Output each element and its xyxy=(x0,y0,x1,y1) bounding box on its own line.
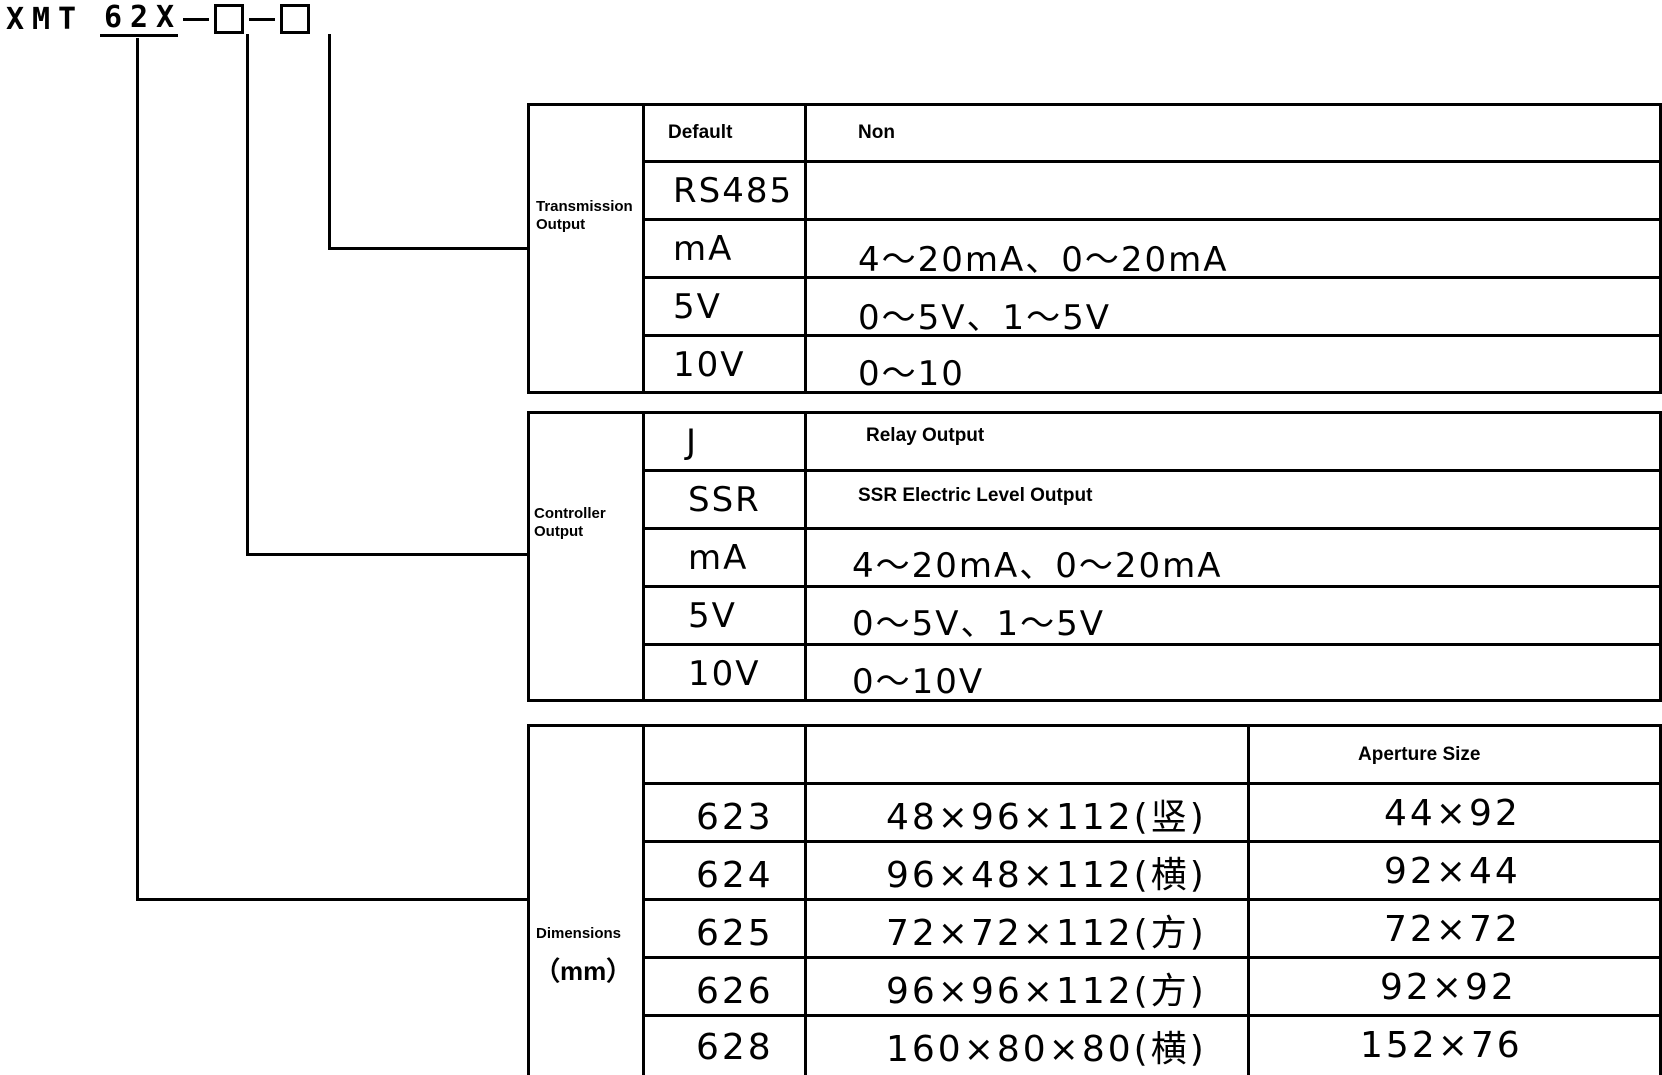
table-cell-size: 160×80×80(横) xyxy=(886,1028,1207,1070)
label-line: Output xyxy=(536,216,586,233)
wire-dimensions-horizontal xyxy=(136,898,529,901)
controller-output-label: Controller Output xyxy=(527,505,645,541)
row-divider xyxy=(642,898,1662,901)
wire-controller-horizontal xyxy=(246,553,529,556)
table-cell-code: J xyxy=(686,421,699,462)
wire-dimensions-vertical xyxy=(136,38,139,901)
table-cell-size: 48×96×112(竖) xyxy=(886,796,1207,838)
dimensions-label: Dimensions （mm） xyxy=(527,925,645,991)
model-char: M xyxy=(31,1,51,37)
row-divider xyxy=(642,782,1662,785)
row-divider xyxy=(642,218,1662,221)
transmission-option-box xyxy=(280,4,310,34)
table-cell-aperture: 152×76 xyxy=(1360,1025,1523,1066)
wire-transmission-vertical xyxy=(328,34,331,250)
controller-output-table xyxy=(527,411,1662,702)
table-cell-desc: 4～20mA、0～20mA xyxy=(858,240,1229,280)
label-unit: （mm） xyxy=(534,956,633,986)
label-line: Output xyxy=(534,523,584,540)
column-divider xyxy=(804,411,807,702)
table-cell-code: mA xyxy=(688,537,749,578)
table-cell-code: 623 xyxy=(696,797,774,838)
row-divider xyxy=(642,334,1662,337)
table-cell-code: 625 xyxy=(696,913,774,954)
table-cell-code: 10V xyxy=(673,344,746,385)
table-cell-code: 626 xyxy=(696,971,774,1012)
label-line: Controller xyxy=(534,505,606,522)
label-line: Dimensions xyxy=(536,925,622,942)
table-cell-desc: 4～20mA、0～20mA xyxy=(852,546,1223,586)
row-divider xyxy=(642,840,1662,843)
row-divider xyxy=(642,585,1662,588)
row-divider xyxy=(642,469,1662,472)
model-char: X xyxy=(155,0,175,35)
table-cell-desc: 0～10 xyxy=(858,354,965,394)
table-cell-code: 624 xyxy=(696,855,774,896)
row-divider xyxy=(642,276,1662,279)
table-cell-aperture: 92×44 xyxy=(1384,851,1521,892)
table-cell-aperture: 44×92 xyxy=(1384,793,1521,834)
table-cell-aperture: 72×72 xyxy=(1384,909,1521,950)
table-cell-code: RS485 xyxy=(673,170,794,211)
table-cell-code: 10V xyxy=(688,653,761,694)
controller-option-box xyxy=(214,4,244,34)
model-char: 6 xyxy=(103,0,123,35)
table-header-aperture: Aperture Size xyxy=(1358,743,1481,765)
table-cell-code: SSR xyxy=(688,479,761,520)
wire-transmission-horizontal xyxy=(328,247,529,250)
row-divider xyxy=(642,956,1662,959)
model-dash xyxy=(249,17,275,21)
table-cell-desc: SSR Electric Level Output xyxy=(858,484,1093,506)
table-cell-desc: 0～5V、1～5V xyxy=(858,298,1112,338)
transmission-output-label: Transmission Output xyxy=(527,198,645,234)
table-cell-aperture: 92×92 xyxy=(1380,967,1517,1008)
table-cell-code: 5V xyxy=(673,286,722,327)
row-divider xyxy=(642,643,1662,646)
table-cell-size: 72×72×112(方) xyxy=(886,912,1207,954)
table-cell-desc: 0～5V、1～5V xyxy=(852,604,1106,644)
wire-controller-vertical xyxy=(246,34,249,556)
table-cell-size: 96×96×112(方) xyxy=(886,970,1207,1012)
column-divider xyxy=(642,103,645,394)
row-divider xyxy=(642,527,1662,530)
table-cell-size: 96×48×112(横) xyxy=(886,854,1207,896)
label-line: Transmission xyxy=(536,198,633,215)
table-cell-desc: Non xyxy=(858,122,895,143)
model-char: T xyxy=(57,1,77,37)
table-cell-code: 5V xyxy=(688,595,737,636)
row-divider xyxy=(642,160,1662,163)
model-dash xyxy=(183,17,209,21)
model-char: X xyxy=(5,1,25,37)
column-divider xyxy=(804,103,807,394)
table-cell-code: mA xyxy=(673,228,734,269)
table-cell-desc: Relay Output xyxy=(866,424,985,446)
row-divider xyxy=(642,1014,1662,1017)
table-cell-code: Default xyxy=(668,122,733,143)
column-divider xyxy=(642,411,645,702)
table-cell-code: 628 xyxy=(696,1027,774,1068)
table-cell-desc: 0～10V xyxy=(852,662,985,702)
transmission-output-table xyxy=(527,103,1662,394)
model-char: 2 xyxy=(129,0,149,35)
